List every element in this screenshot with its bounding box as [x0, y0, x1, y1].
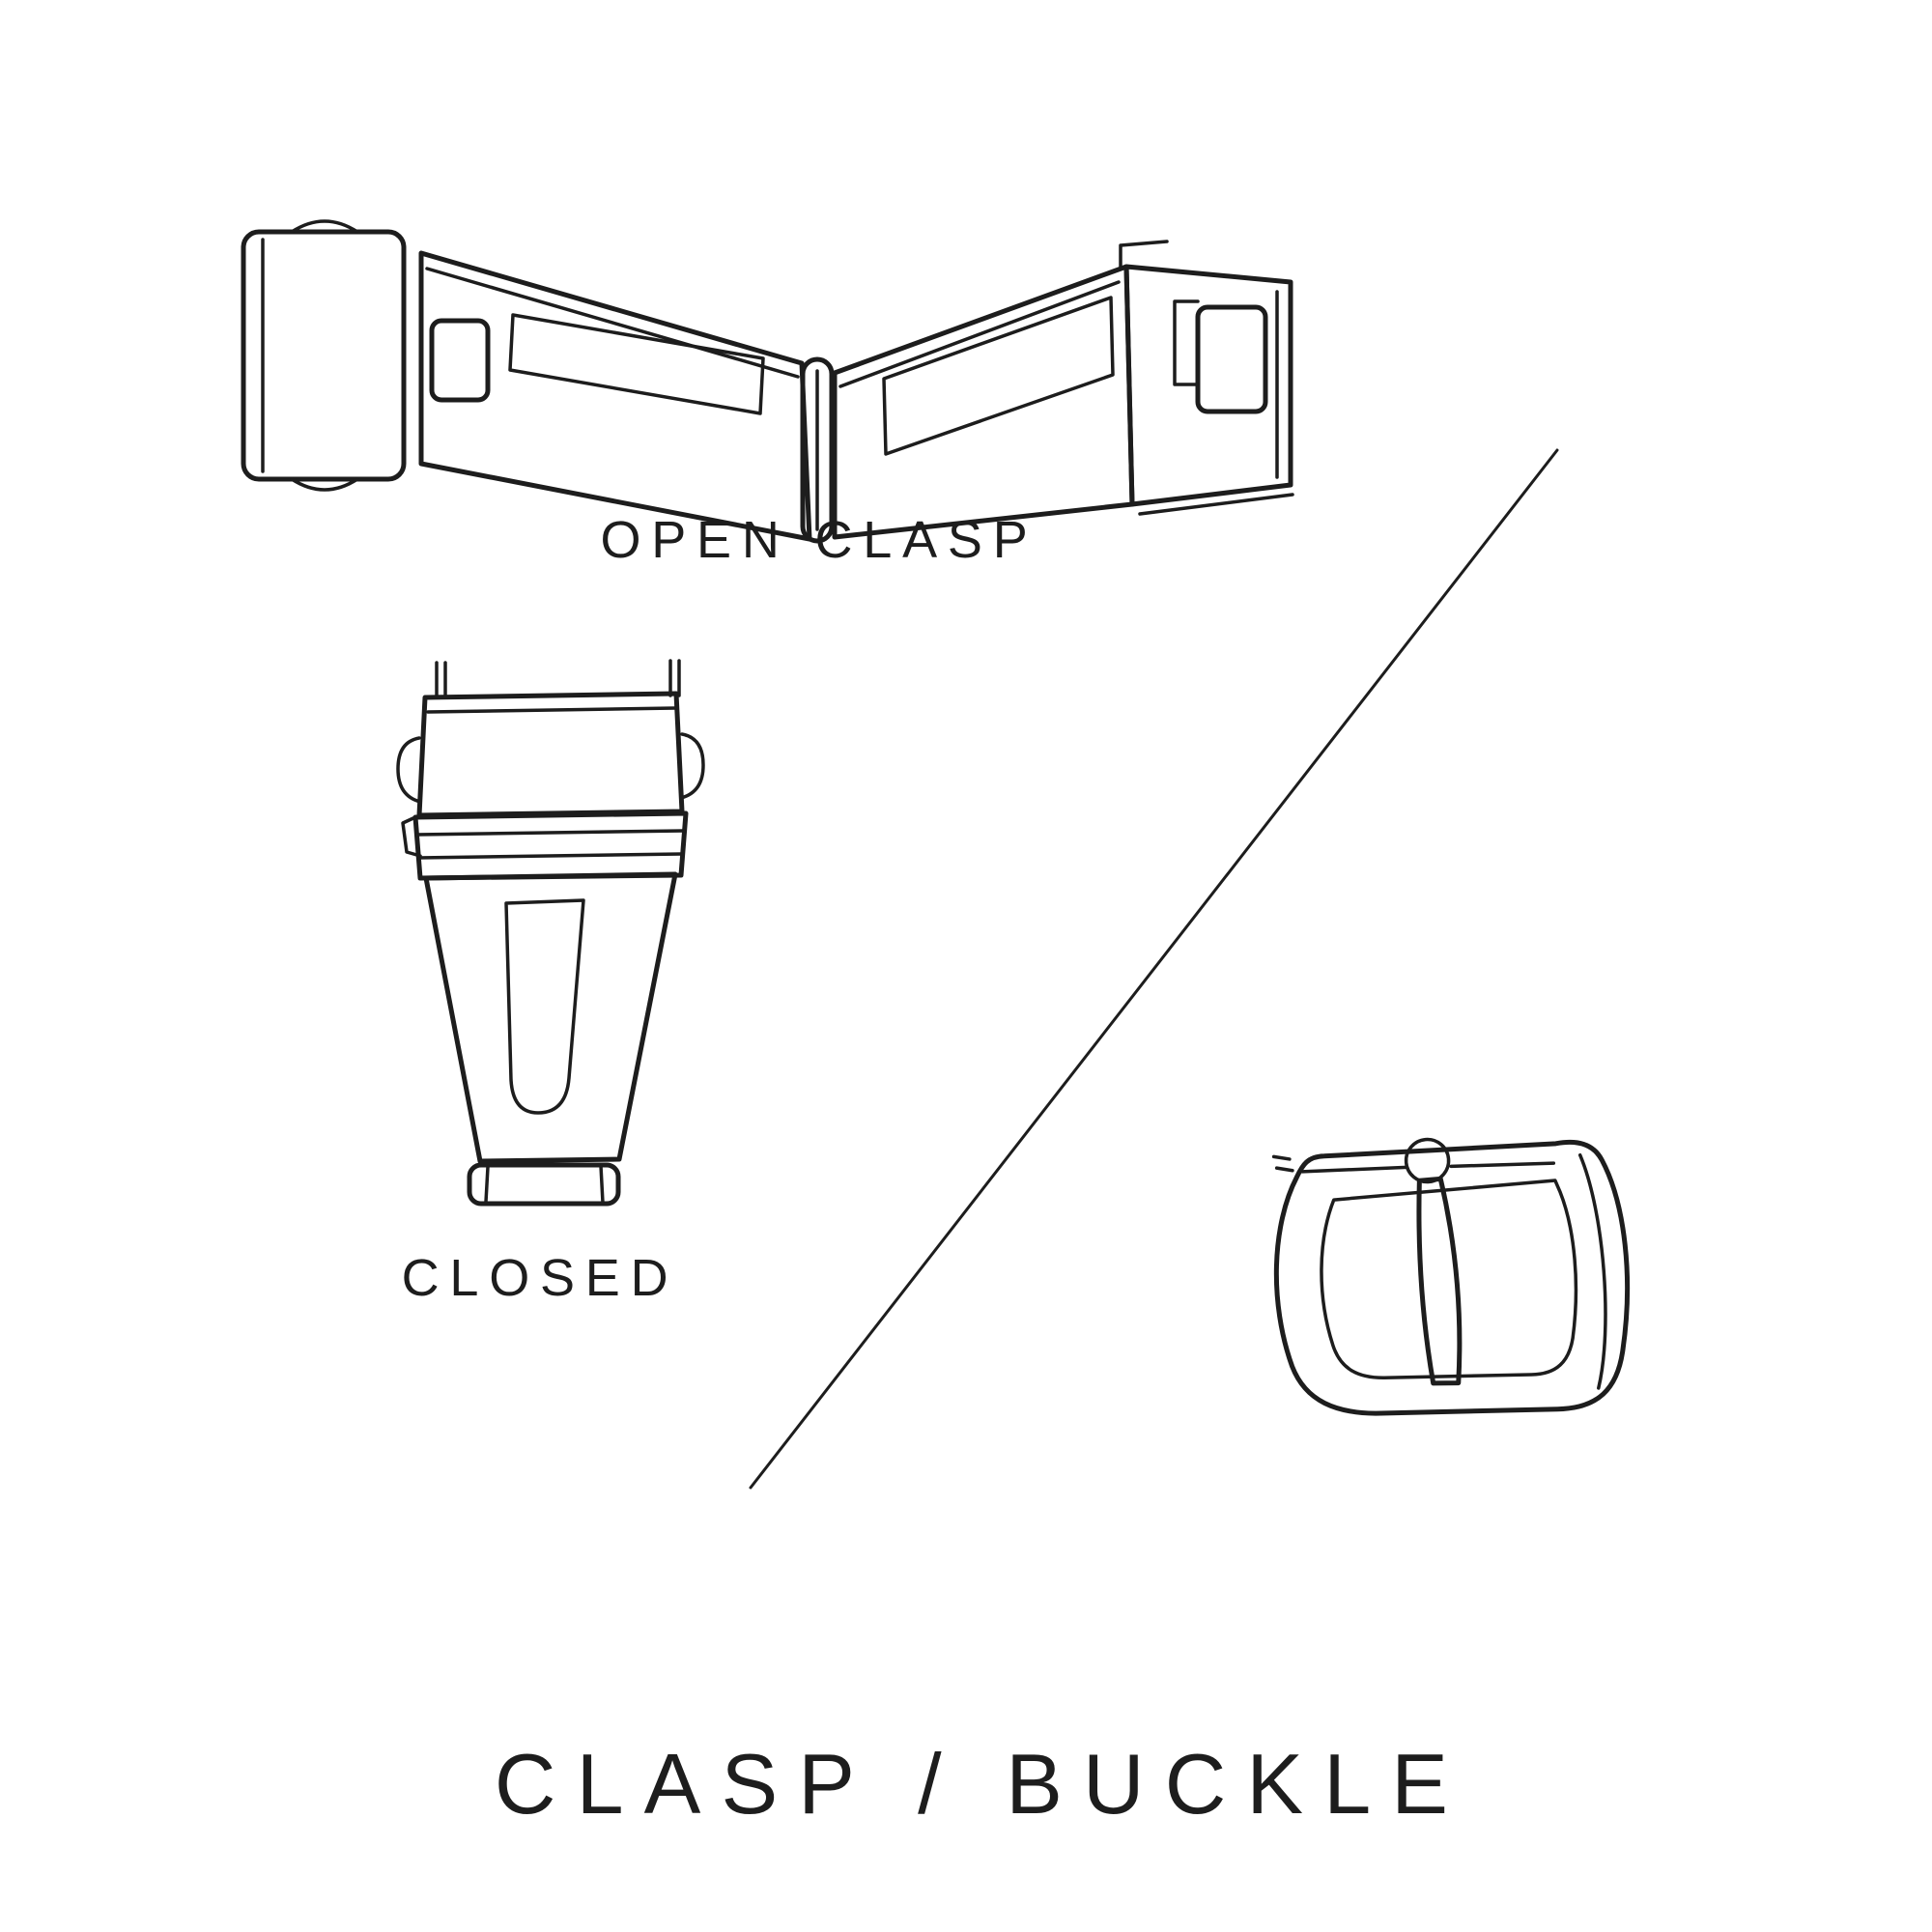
- left-band-top-edge: [425, 267, 800, 379]
- end-link-top-tab: [290, 219, 359, 234]
- buckle-frame-outline: [1273, 1139, 1631, 1416]
- right-band-top-step: [1119, 240, 1169, 269]
- clasp-body-outline: [423, 871, 678, 1164]
- end-cap-under-edge: [1138, 493, 1294, 516]
- end-cap-bracket: [1173, 299, 1200, 386]
- band-strip-line-2: [416, 852, 684, 860]
- bottom-bar-line-right: [599, 1164, 605, 1205]
- left-band-window: [508, 313, 765, 415]
- prong-loop: [1404, 1137, 1451, 1184]
- prong-tongue: [1416, 1176, 1463, 1386]
- bottom-bar-line-left: [484, 1165, 490, 1204]
- tang-buckle-drawing: [1271, 1137, 1631, 1416]
- page-title: CLASP / BUCKLE: [494, 1736, 1469, 1832]
- clasp-body-window: [504, 898, 585, 1115]
- band-strip-line-1: [414, 829, 686, 837]
- end-cap-cutout: [1195, 304, 1268, 414]
- band-corner-flap: [401, 815, 422, 858]
- hinge-capsule: [800, 356, 835, 544]
- pin-tip-b: [1274, 1166, 1294, 1173]
- left-band-outline: [418, 250, 812, 542]
- right-band-top-edge: [838, 280, 1121, 388]
- side-tab-right: [679, 732, 705, 800]
- open-clasp-label: OPEN CLASP: [600, 511, 1038, 569]
- end-cap-outline: [1123, 264, 1293, 507]
- side-tab-left: [396, 736, 422, 804]
- diagonal-divider-line: [749, 448, 1559, 1490]
- end-link-bottom-tab: [290, 477, 359, 492]
- end-link-outline: [241, 229, 407, 482]
- spring-bar-left: [1300, 1165, 1408, 1174]
- bottom-bar: [467, 1162, 621, 1207]
- open-clasp-drawing: [241, 219, 1294, 544]
- band-strip-outline: [412, 810, 689, 881]
- push-button: [429, 318, 491, 403]
- buckle-inner-opening: [1320, 1179, 1578, 1379]
- clasp-head-fold-line: [426, 706, 677, 714]
- spring-bar-right: [1449, 1161, 1556, 1169]
- closed-label: CLOSED: [401, 1249, 679, 1307]
- closed-clasp-drawing: [396, 659, 705, 1207]
- buckle-rolled-edge: [1577, 1152, 1607, 1390]
- right-band-window: [882, 296, 1115, 456]
- pin-tip-a: [1271, 1154, 1292, 1161]
